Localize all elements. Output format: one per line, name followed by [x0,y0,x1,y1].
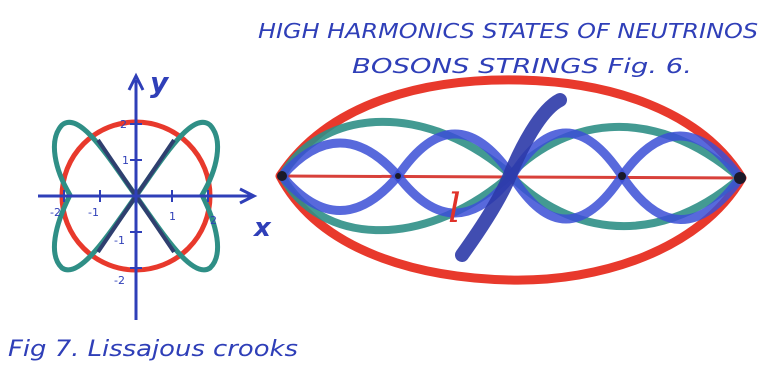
fig6-strings: l [275,75,747,285]
length-label: l [448,186,461,232]
tick-label-y-pos1: 1 [122,154,129,167]
tick-label-x-neg1: -1 [88,206,99,219]
tick-label-x-pos2: 2 [210,214,217,227]
fig6-title-line2: BOSONS STRINGS Fig. 6. [352,54,692,78]
fig6-title-line1: HIGH HARMONICS STATES OF NEUTRINOS [258,19,758,43]
x-axis-arrowhead [239,187,258,205]
tick-label-x-neg2: -2 [50,206,61,219]
axis-label-x: x [252,213,272,243]
tick-label-y-neg2: -2 [114,274,125,287]
y-axis-arrowhead [127,72,145,91]
node-stroke [455,93,567,262]
fig7-lissajous: -2 -1 1 2 2 1 -1 -2 y x [38,66,272,320]
fig7-caption: Fig 7. Lissajous crooks [8,337,298,362]
string-end-left [277,171,287,181]
axis-label-y: y [150,66,170,99]
string-node-1 [395,173,401,179]
tick-label-x-pos1: 1 [169,210,176,223]
tick-label-y-pos2: 2 [120,118,127,131]
tick-label-y-neg1: -1 [114,234,125,247]
string-end-right [734,172,746,184]
string-node-2 [618,172,626,180]
